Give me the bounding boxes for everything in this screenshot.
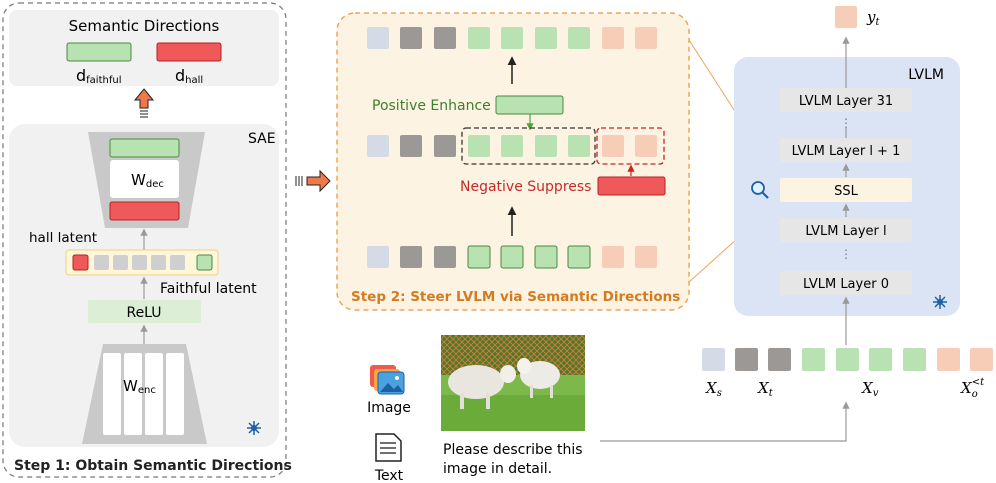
token-label-xt: Xt bbox=[757, 379, 774, 399]
token-label-xo: Xo<t bbox=[960, 377, 985, 400]
latent-faithful-cell bbox=[196, 254, 213, 271]
negative-suppress-label: Negative Suppress bbox=[460, 179, 591, 195]
image-label: Image bbox=[367, 400, 411, 416]
ellipsis: ⋮ bbox=[840, 247, 852, 261]
ssl-block bbox=[780, 178, 912, 202]
ssl-label: SSL bbox=[834, 184, 859, 199]
dec-hall-row bbox=[109, 201, 180, 221]
latent-cell bbox=[170, 255, 185, 270]
semantic-directions-title: Semantic Directions bbox=[69, 17, 220, 35]
layer-31-label: LVLM Layer 31 bbox=[799, 94, 893, 109]
output-token bbox=[835, 6, 857, 28]
layer-0-block bbox=[780, 271, 912, 295]
layer-0-label: LVLM Layer 0 bbox=[803, 277, 889, 292]
layer-l-block bbox=[780, 218, 912, 242]
w-enc-label: Wenc bbox=[123, 377, 156, 396]
text-label: Text bbox=[374, 468, 404, 483]
layer-31-block bbox=[780, 88, 912, 112]
d-faithful-vector bbox=[66, 42, 132, 62]
token-label-xs: Xs bbox=[705, 379, 722, 399]
up-arrow-icon bbox=[133, 88, 155, 118]
positive-direction-vector bbox=[495, 95, 564, 115]
lvlm-title: LVLM bbox=[908, 67, 944, 83]
input-photo-sheep bbox=[441, 335, 585, 431]
negative-direction-vector bbox=[597, 176, 666, 196]
step1-caption: Step 1: Obtain Semantic Directions bbox=[14, 458, 292, 474]
panel-transition-arrow-icon bbox=[295, 169, 331, 193]
frozen-snowflake-icon bbox=[933, 295, 947, 309]
lvlm-panel: LVLM yt LVLM Layer 31 ⋮ LVLM Layer l + 1… bbox=[734, 6, 960, 345]
positive-enhance-label: Positive Enhance bbox=[372, 98, 491, 114]
latent-cell bbox=[94, 255, 109, 270]
ellipsis: ⋮ bbox=[840, 116, 852, 130]
relu-label: ReLU bbox=[126, 305, 161, 321]
d-hall-vector bbox=[156, 42, 222, 62]
prompt-line-2: image in detail. bbox=[443, 461, 552, 477]
step2-caption: Step 2: Steer LVLM via Semantic Directio… bbox=[351, 289, 680, 305]
faithful-latent-label: Faithful latent bbox=[160, 281, 257, 297]
layer-l-label: LVLM Layer l bbox=[805, 224, 886, 239]
layer-l-plus-1-label: LVLM Layer l + 1 bbox=[792, 144, 901, 159]
negative-steer-region bbox=[596, 127, 665, 165]
dec-faithful-row bbox=[109, 138, 180, 158]
latent-cell bbox=[151, 255, 166, 270]
latent-cell bbox=[113, 255, 128, 270]
output-label: yt bbox=[866, 8, 880, 28]
prompt-line-1: Please describe this bbox=[443, 442, 583, 458]
positive-steer-region bbox=[461, 127, 596, 165]
d-faithful-label: dfaithful bbox=[76, 66, 121, 86]
w-dec-label: Wdec bbox=[131, 171, 164, 190]
w-dec-block bbox=[110, 160, 179, 198]
layer-l-plus-1-block bbox=[780, 138, 912, 162]
magnifier-icon bbox=[751, 181, 769, 199]
hall-latent-label: hall latent bbox=[29, 230, 97, 246]
token-label-xv: Xv bbox=[861, 379, 879, 399]
image-icon bbox=[370, 365, 405, 395]
frozen-snowflake-icon bbox=[247, 421, 261, 435]
latent-hall-cell bbox=[72, 254, 89, 271]
relu-block bbox=[88, 300, 201, 323]
sae-label: SAE bbox=[248, 131, 276, 147]
text-document-icon bbox=[375, 433, 402, 462]
latent-cell bbox=[132, 255, 147, 270]
input-token-row bbox=[702, 348, 993, 371]
step2-panel: Positive Enhance Negative Suppress Step … bbox=[336, 12, 690, 311]
d-hall-label: dhall bbox=[175, 66, 203, 86]
step1-panel: Semantic Directions dfaithful dhall SAE … bbox=[2, 2, 292, 478]
